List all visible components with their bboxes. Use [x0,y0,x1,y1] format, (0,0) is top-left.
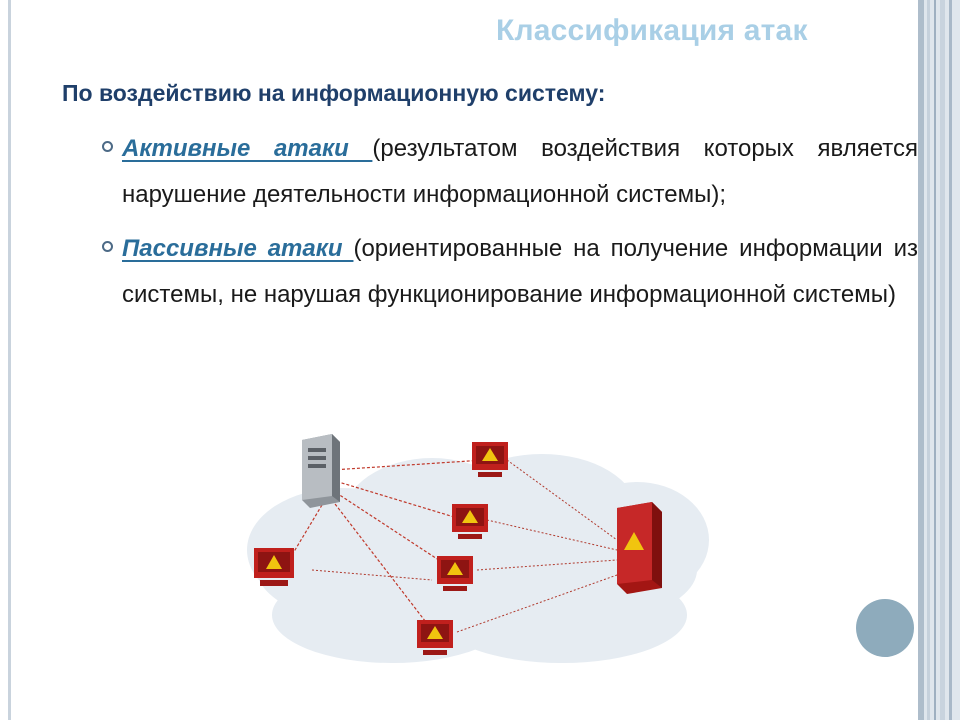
bullet-list: Активные атаки (результатом воздействия … [100,126,918,326]
command-lines [291,459,485,631]
bullet-item-active-attacks: Активные атаки (результатом воздействия … [100,126,918,218]
frame-stripe [918,0,924,720]
source-server-icon [302,434,340,508]
frame-stripe [927,0,930,720]
section-heading: По воздействию на информационную систему… [62,80,606,106]
attacker-computer-icon [254,548,294,586]
attack-lines [311,459,618,633]
bullet-circle-icon [102,241,113,252]
victim-server-icon [617,502,662,594]
right-decorative-frame [918,0,960,720]
frame-stripe [934,0,936,720]
slide-left-edge [8,0,11,720]
attacker-computer-icon [472,442,508,477]
term-passive-attacks: Пассивные атаки [122,235,354,262]
frame-stripe [949,0,952,720]
frame-stripe [940,0,945,720]
bullet-circle-icon [102,141,113,152]
accent-circle [856,599,914,657]
attacker-computer-icon [437,556,473,591]
attacker-computer-icon [452,504,488,539]
slide-title: Классификация атак [496,14,808,47]
bullet-item-passive-attacks: Пассивные атаки (ориентированные на полу… [100,226,918,318]
attack-network-illustration [247,434,709,663]
term-active-attacks: Активные атаки [122,135,373,162]
attacker-computer-icon [417,620,453,655]
description-active-attacks: (результатом воздействия которых являетс… [122,135,918,208]
description-passive-attacks: (ориентированные на получение информации… [122,235,918,308]
